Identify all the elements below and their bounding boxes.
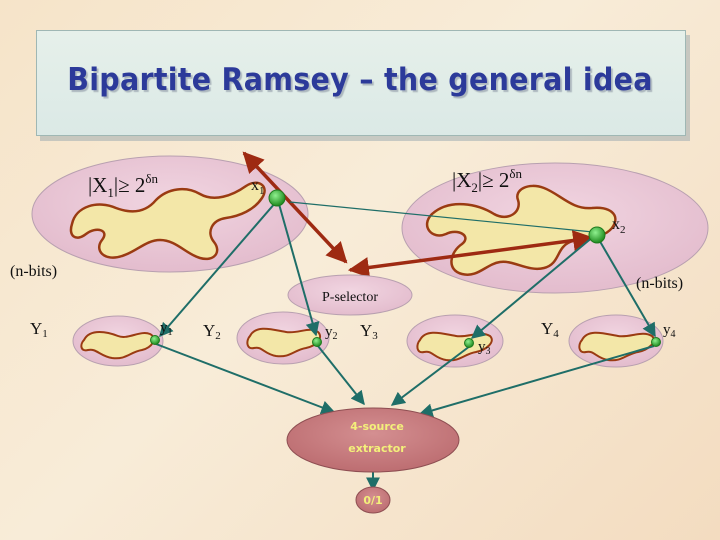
arrow-x1-y1 xyxy=(159,201,277,338)
arrow-x2-y3 xyxy=(470,235,595,339)
arrow-x1-y2 xyxy=(278,203,320,337)
arrow-y4-ext xyxy=(418,345,655,418)
output-label: 0/1 xyxy=(363,494,382,507)
set-x2-size-label: |X2|≥ 2δn xyxy=(452,166,522,195)
selector-arrow-1 xyxy=(242,151,348,264)
node-y2 xyxy=(312,337,322,347)
node-y3 xyxy=(464,338,474,348)
title-box xyxy=(36,30,686,136)
selector-arrow-2 xyxy=(347,230,595,278)
arrow-y1-ext xyxy=(155,343,336,415)
blob-x1 xyxy=(69,181,266,261)
y2-set-label: Y2 xyxy=(203,321,221,342)
p-selector-ellipse xyxy=(287,274,413,316)
y4-set-label: Y4 xyxy=(541,319,559,340)
node-y1 xyxy=(150,335,160,345)
nbits-right-label: (n-bits) xyxy=(636,275,683,292)
set-x1-size-label: |X1|≥ 2δn xyxy=(88,171,158,200)
arrow-x2-y4 xyxy=(597,237,656,338)
y2-point-label: y2 xyxy=(325,324,338,342)
y3-set-label: Y3 xyxy=(360,321,378,342)
x1-label: x1 xyxy=(251,177,265,197)
page-title: Bipartite Ramsey – the general idea xyxy=(67,62,653,98)
extractor-label-1: 4-source xyxy=(350,420,404,433)
extractor-label-2: extractor xyxy=(348,442,406,455)
extractor-ellipse xyxy=(286,407,460,473)
set-y3 xyxy=(406,314,504,368)
y3-point-label: y3 xyxy=(478,339,491,357)
y4-point-label: y4 xyxy=(663,322,676,340)
x2-label: x2 xyxy=(612,216,626,236)
output-ellipse xyxy=(355,486,391,514)
set-y4 xyxy=(568,314,664,368)
node-x2 xyxy=(588,226,606,244)
arrow-x2-x1 xyxy=(289,201,594,233)
y1-set-label: Y1 xyxy=(30,319,48,340)
y1-point-label: y1 xyxy=(160,320,173,338)
arrow-y3-ext xyxy=(390,345,471,406)
p-selector-label: P-selector xyxy=(322,290,378,305)
arrow-y2-ext xyxy=(317,345,365,406)
node-y4 xyxy=(651,337,661,347)
nbits-left-label: (n-bits) xyxy=(10,263,57,280)
node-x1 xyxy=(268,189,286,207)
set-y1 xyxy=(72,315,164,367)
